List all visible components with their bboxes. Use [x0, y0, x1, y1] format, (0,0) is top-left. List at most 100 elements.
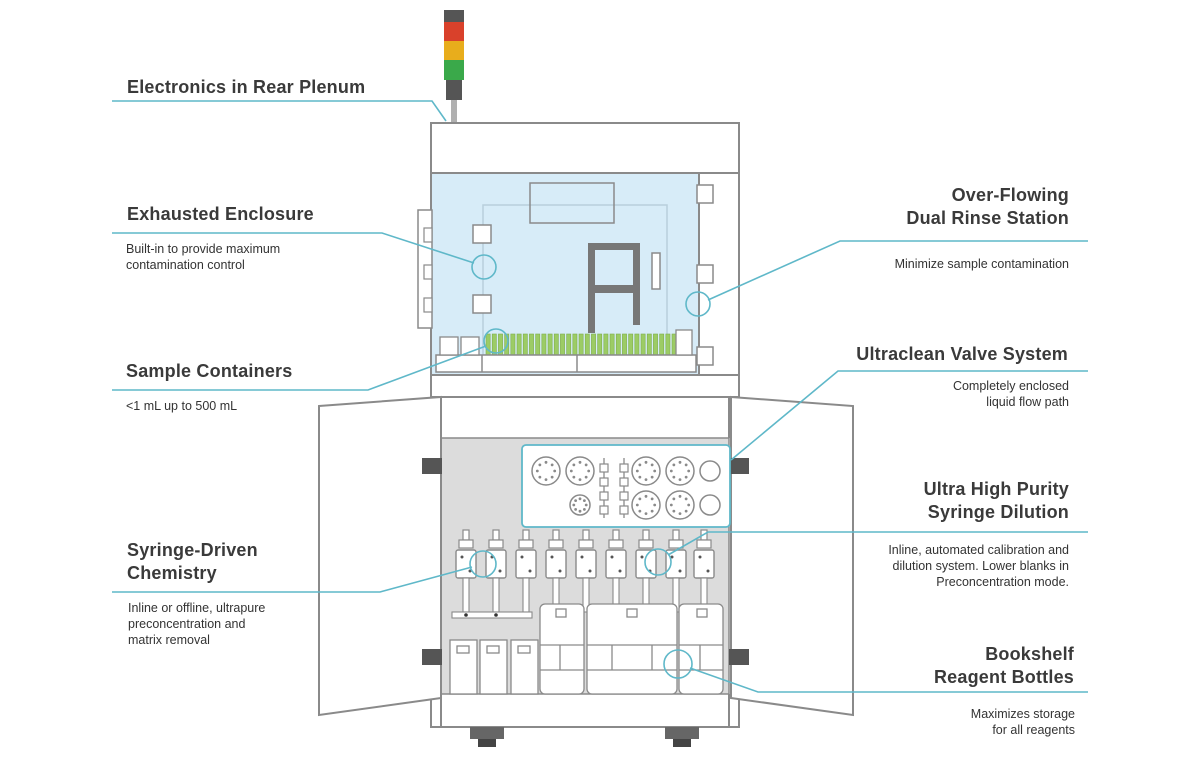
sample-tube [566, 333, 572, 356]
syringe-tip [492, 529, 500, 541]
valve-port [653, 469, 657, 473]
valve-port [638, 497, 642, 501]
callout-valve-description: Completely enclosed liquid flow path [952, 379, 1069, 409]
valve-port [584, 503, 588, 507]
target-syringe [469, 550, 497, 578]
sample-tube [653, 333, 658, 356]
leader-rinse [707, 240, 1088, 301]
syringe-body [575, 549, 597, 579]
syringe-head [458, 539, 474, 549]
valve-port [582, 507, 586, 511]
syringe-rail-bolt [494, 613, 498, 617]
syringe-screw [580, 555, 584, 559]
callout-leaders [112, 100, 1088, 693]
valve-port [672, 509, 676, 513]
callout-rinse-description: Minimize sample contamination [894, 257, 1069, 271]
sample-tube [646, 333, 652, 356]
leader-syringe [112, 566, 473, 593]
syringe-plunger [492, 577, 500, 613]
valve-port [678, 478, 682, 482]
valve-port [578, 509, 582, 513]
valve-port [644, 512, 648, 516]
valve-port [650, 497, 654, 501]
callout-sample-title: Sample Containers [126, 361, 293, 381]
instrument-illustration [318, 10, 854, 747]
valve-small [699, 494, 721, 516]
sample-tube [529, 333, 534, 356]
sample-tube [597, 333, 603, 356]
valve-port [653, 503, 657, 507]
sample-tube [591, 333, 596, 356]
valve-port [678, 512, 682, 516]
syringe-head [518, 539, 534, 549]
valve-port [572, 475, 576, 479]
syringe-body [455, 549, 477, 579]
syringe-head [488, 539, 504, 549]
valve-port [569, 469, 573, 473]
sample-tube [516, 333, 522, 356]
syringe-tip [552, 529, 560, 541]
syringe-tip [582, 529, 590, 541]
syringe-rail [451, 611, 533, 619]
syringe-tip [612, 529, 620, 541]
sample-tube [547, 333, 553, 356]
sample-tube [609, 333, 615, 356]
sample-tube [541, 333, 547, 356]
syringe-screw [550, 555, 554, 559]
sample-tube [622, 333, 627, 356]
sample-tube [584, 333, 590, 356]
rinse-station-panel [696, 172, 740, 376]
leader-bookshelf [689, 667, 1088, 693]
target-bookshelf [663, 649, 693, 679]
callout-bookshelf-title: Bookshelf Reagent Bottles [933, 644, 1074, 687]
valve-port [574, 499, 578, 503]
syringe-tip [642, 529, 650, 541]
syringe-screw [588, 569, 592, 573]
callout-dilution-description: Inline, automated calibration and diluti… [888, 543, 1069, 589]
syringe-tip [522, 529, 530, 541]
valve-fitting [619, 477, 629, 487]
valve-port [684, 475, 688, 479]
valve-port [669, 503, 673, 507]
callout-bookshelf-description: Maximizes storage for all reagents [970, 707, 1075, 737]
syringe-rail-bolt [464, 613, 468, 617]
valve-port [544, 478, 548, 482]
sample-tube [522, 333, 528, 356]
valve-port [684, 463, 688, 467]
callout-syringe-description: Inline or offline, ultrapure preconcentr… [128, 601, 266, 647]
valve-port [553, 469, 557, 473]
leader-sample [112, 345, 487, 391]
syringe-head [668, 539, 684, 549]
syringe-body [515, 549, 537, 579]
valve-port [669, 469, 673, 473]
sample-tube [603, 333, 609, 356]
callout-exhausted-title: Exhausted Enclosure [127, 204, 314, 224]
sample-tube [634, 333, 640, 356]
syringe-screw [618, 569, 622, 573]
leader-dilution [667, 531, 1088, 556]
target-dilution [644, 548, 672, 576]
valve-port [672, 463, 676, 467]
valve-port [538, 463, 542, 467]
valve-fitting [599, 505, 609, 515]
valve-port [672, 475, 676, 479]
sample-tube [560, 333, 565, 356]
valve-port [635, 469, 639, 473]
valve-fitting [619, 463, 629, 473]
valve-port [638, 475, 642, 479]
valve-port [650, 463, 654, 467]
valve-port [550, 463, 554, 467]
syringe-plunger [462, 577, 470, 613]
valve-fitting [599, 477, 609, 487]
valve-port [678, 494, 682, 498]
syringe-screw [558, 569, 562, 573]
target-sample [483, 328, 509, 354]
valve-port [638, 509, 642, 513]
target-exhausted [471, 254, 497, 280]
syringe-body [693, 549, 715, 579]
sample-tube [578, 333, 584, 356]
syringe-screw [498, 569, 502, 573]
sample-tube [640, 333, 646, 356]
valve-port [672, 497, 676, 501]
